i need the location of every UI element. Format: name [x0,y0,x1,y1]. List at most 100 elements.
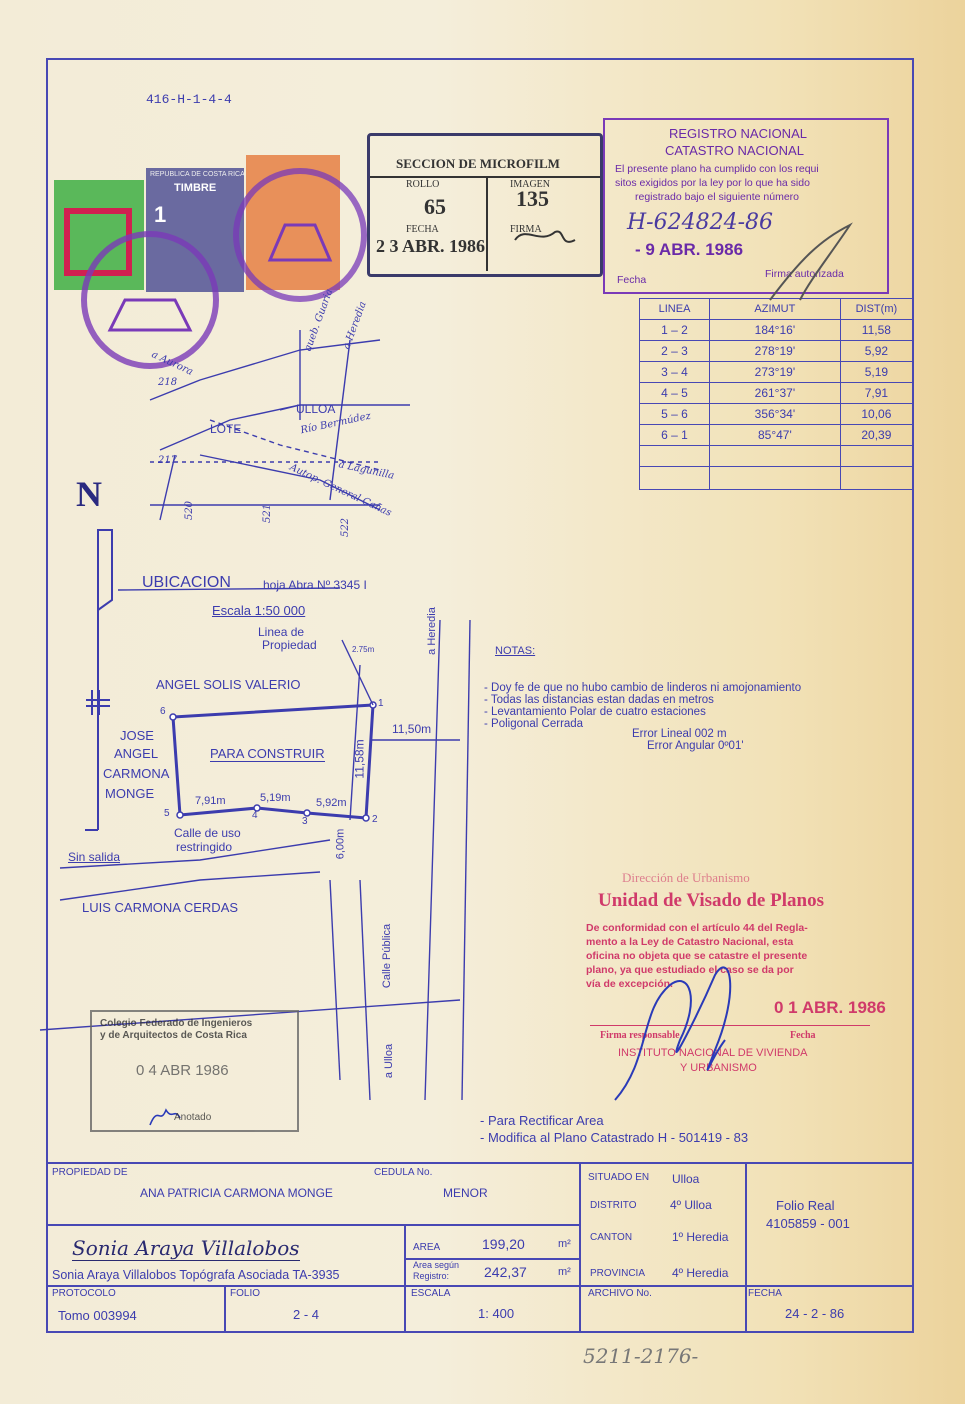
visado-fecha: Fecha [790,1030,816,1041]
visado-text-2: mento a la Ley de Catastro Nacional, est… [586,936,794,948]
notas-title: NOTAS: [495,645,536,657]
cedula-value: MENOR [443,1186,488,1200]
crosshair-icon [86,690,110,715]
nota-4: - Poligonal Cerrada [484,718,584,730]
visado-text-4: plano, ya que estudiado el caso se da po… [586,964,794,976]
folio-real-label: Folio Real [776,1198,835,1213]
point-3: 3 [302,816,308,827]
provincia-value: 4º Heredia [672,1266,729,1280]
registro-text2: sitos exigidos por la ley por lo que ha … [615,177,810,189]
row-linea [638,466,711,490]
point-5: 5 [164,808,170,819]
visado-text-3: oficina no objeta que se catastre el pre… [586,950,808,962]
visado-signature [614,966,732,1101]
nota-2: - Todas las distancias estan dadas en me… [484,694,714,706]
propiedad-label: PROPIEDAD DE [52,1167,128,1178]
escala-value: 1: 400 [478,1306,515,1321]
timbre-country: REPUBLICA DE COSTA RICA [150,171,245,178]
microfilm-stamp: SECCION DE MICROFILM ROLLO IMAGEN 65 135… [367,133,603,277]
area-reg-label-1: Area según [413,1260,460,1270]
calle-uso-2: restringido [176,840,233,854]
registro-number: H-624824-86 [627,210,774,235]
colegio-stamp: Colegio Federado de Ingenieros y de Arqu… [90,1010,299,1132]
round-seal-2 [233,168,367,302]
registro-date: - 9 ABR. 1986 [635,240,744,259]
area-label: AREA [413,1242,441,1253]
distrito-value: 4º Ulloa [670,1198,712,1212]
propietario: ANA PATRICIA CARMONA MONGE [140,1186,333,1200]
bottom-note: 5211-2176- [583,1344,699,1368]
registro-signature [769,222,853,301]
table-header-row: LINEA AZIMUT DIST(m) [638,298,914,320]
para-construir: PARA CONSTRUIR [210,746,325,762]
area-reg-unit: m² [558,1266,571,1278]
point-1: 1 [378,698,384,709]
folio-real-number: 4105859 - 001 [766,1216,850,1231]
topografo-name: Sonia Araya Villalobos Topógrafa Asociad… [52,1268,340,1282]
seal-emblem-1 [107,298,193,332]
timbre-stamp: REPUBLICA DE COSTA RICA TIMBRE 1 [146,168,245,292]
rollo-value: 65 [424,194,446,219]
visado-title: Unidad de Visado de Planos [598,890,824,911]
situado-value: Ulloa [672,1172,700,1186]
west-owner-2: ANGEL [114,746,159,761]
folio-label: FOLIO [230,1288,261,1299]
ubicacion-label: UBICACION [142,574,231,591]
rectificar-1: - Para Rectificar Area [480,1113,604,1128]
row-azimut [709,466,841,490]
north-label: N [76,474,102,514]
map-lote: LOTE [210,422,242,436]
colegio-line2: y de Arquitectos de Costa Rica [100,1030,247,1041]
round-seal-1 [81,231,219,369]
distrito-label: DISTRITO [590,1200,637,1211]
registro-firma-label: Firma autorizada [765,268,844,280]
imagen-label: IMAGEN [510,179,550,190]
area-value: 199,20 [482,1236,525,1252]
fecha-label: FECHA [406,224,439,235]
dist-791: 7,91m [195,795,226,807]
anotado-signature [149,1108,181,1126]
row-dist: 7,91 [839,382,914,404]
row-linea: 3 – 4 [638,361,711,383]
reference-code: 416-H-1-4-4 [146,92,232,107]
row-dist: 5,19 [839,361,914,383]
point-6: 6 [160,706,166,717]
west-owner-4: MONGE [105,786,155,801]
linea-prop-1: Linea de [258,625,305,639]
row-linea: 1 – 2 [638,319,711,341]
dist-275: 2.75m [352,645,375,654]
map-ulloa: ULLOA [296,402,336,416]
point-4: 4 [252,810,258,821]
visado-inst-2: Y URBANISMO [680,1062,757,1074]
map-218: 218 [158,377,178,388]
sin-salida: Sin salida [68,850,121,864]
dist-1150: 11,50m [392,722,432,736]
dist-519: 5,19m [260,792,291,804]
registro-line1: REGISTRO NACIONAL [669,126,807,141]
fecha-label-tb: FECHA [748,1288,782,1299]
stamp-emblem-icon [64,208,132,276]
nota-3: - Levantamiento Polar de cuatro estacion… [484,706,706,718]
row-dist [839,466,914,490]
timbre-label: TIMBRE [174,182,217,194]
hoja-label: hoja Abra Nº 3345 I [263,578,367,592]
escala-label: ESCALA [411,1288,451,1299]
visado-firma: Firma responsable [600,1030,680,1041]
calle-uso-1: Calle de uso [174,826,241,840]
canton-value: 1º Heredia [672,1230,729,1244]
seal-emblem-2 [267,223,333,262]
area-unit: m² [558,1238,571,1250]
firma-label: FIRMA [510,224,542,235]
visado-top: Dirección de Urbanismo [622,870,750,885]
rollo-label: ROLLO [406,179,440,190]
provincia-label: PROVINCIA [590,1268,646,1279]
situado-label: SITUADO EN [588,1172,650,1183]
west-owner-3: CARMONA [103,766,170,781]
error-angular: Error Angular 0º01' [647,740,744,752]
